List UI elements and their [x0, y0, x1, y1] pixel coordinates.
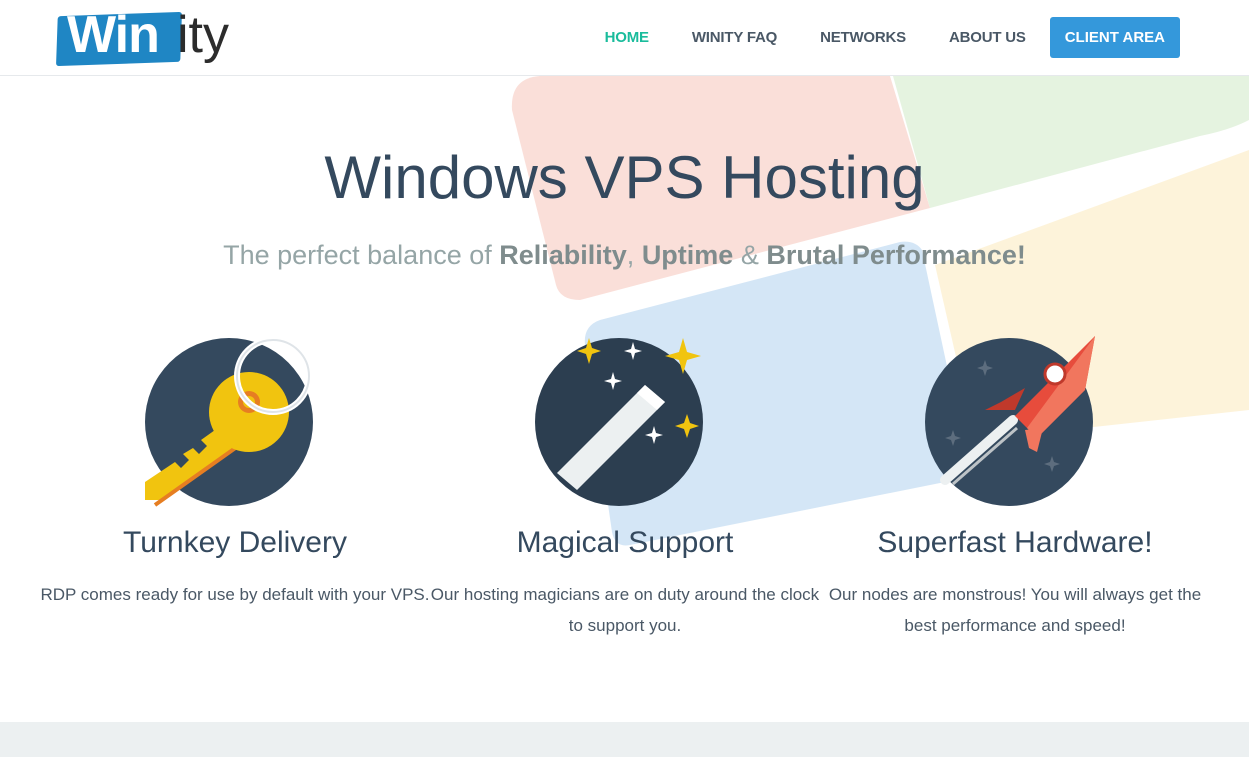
client-area-button[interactable]: CLIENT AREA — [1049, 17, 1180, 58]
nav-home[interactable]: HOME — [604, 29, 649, 46]
subtitle-prefix: The perfect balance of — [223, 240, 500, 270]
feature-text: Our nodes are monstrous! You will always… — [828, 585, 1202, 635]
subtitle-reliability: Reliability — [499, 240, 627, 270]
feature-title: Superfast Hardware! — [877, 526, 1153, 559]
feature-text: Our hosting magicians are on duty around… — [430, 585, 820, 635]
subtitle-sep1: , — [626, 240, 642, 270]
feature-title: Magical Support — [516, 526, 734, 559]
subtitle-brutal-performance: Brutal Performance! — [766, 240, 1026, 270]
hero-title: Windows VPS Hosting — [324, 144, 925, 211]
feature-magical-support: Magical Support Our hosting magicians ar… — [430, 330, 820, 635]
nav-about-us[interactable]: ABOUT US — [948, 29, 1026, 46]
feature-turnkey-delivery: Turnkey Delivery RDP comes ready for use… — [40, 330, 430, 604]
site-header: Win ity HOME WINITY FAQ NETWORKS ABOUT U… — [0, 0, 1249, 76]
logo-text-win: Win — [67, 6, 160, 64]
hero-subtitle: The perfect balance of Reliability, Upti… — [0, 240, 1249, 271]
magic-wand-icon — [535, 330, 715, 510]
nav-networks[interactable]: NETWORKS — [820, 29, 906, 46]
subtitle-uptime: Uptime — [641, 240, 734, 270]
main-nav: HOME WINITY FAQ NETWORKS ABOUT US CLIENT… — [562, 17, 1180, 58]
footer-band — [0, 722, 1249, 757]
subtitle-sep2: & — [733, 240, 767, 270]
feature-text: RDP comes ready for use by default with … — [40, 585, 430, 604]
key-icon — [145, 330, 325, 510]
nav-winity-faq[interactable]: WINITY FAQ — [691, 29, 778, 46]
feature-title: Turnkey Delivery — [123, 526, 347, 559]
winity-logo[interactable]: Win ity — [56, 6, 242, 72]
feature-superfast-hardware: Superfast Hardware! Our nodes are monstr… — [820, 330, 1210, 635]
rocket-icon — [925, 330, 1105, 510]
logo-text-ity: ity — [177, 6, 229, 64]
